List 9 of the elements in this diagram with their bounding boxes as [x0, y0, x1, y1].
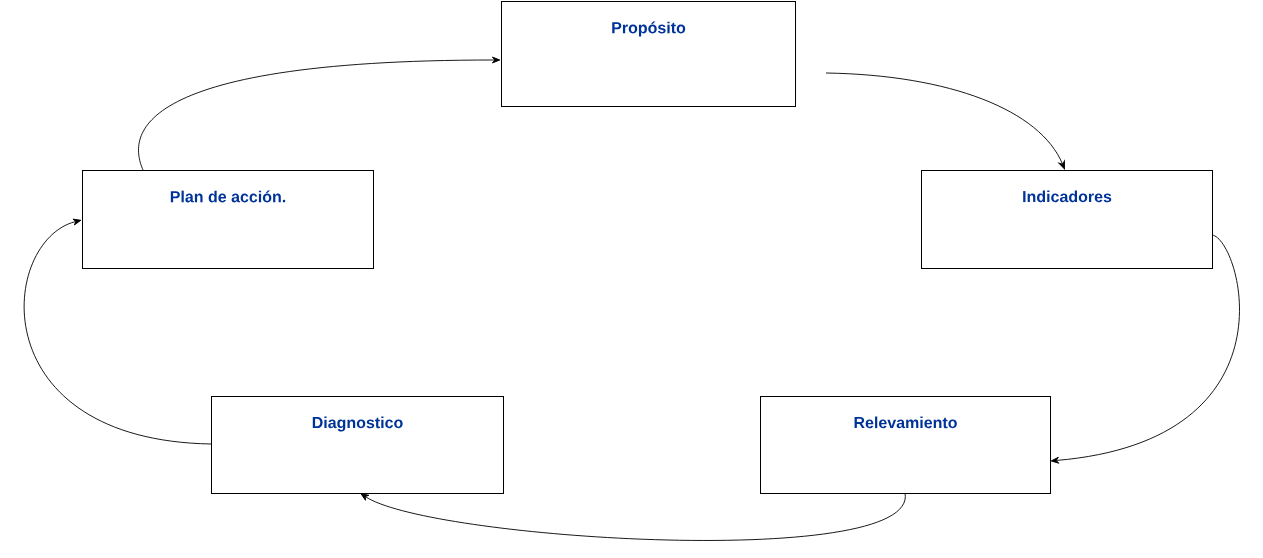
arrow: [825, 72, 1065, 170]
arrow: [138, 56, 501, 171]
arrow: [23, 218, 212, 445]
arrow: [1050, 234, 1240, 464]
process-box: Diagnostico: [211, 396, 504, 494]
process-box: Indicadores: [921, 170, 1213, 269]
process-box: Plan de acción.: [82, 170, 374, 269]
process-box: Relevamiento: [760, 396, 1051, 494]
process-box: Propósito: [501, 1, 796, 107]
